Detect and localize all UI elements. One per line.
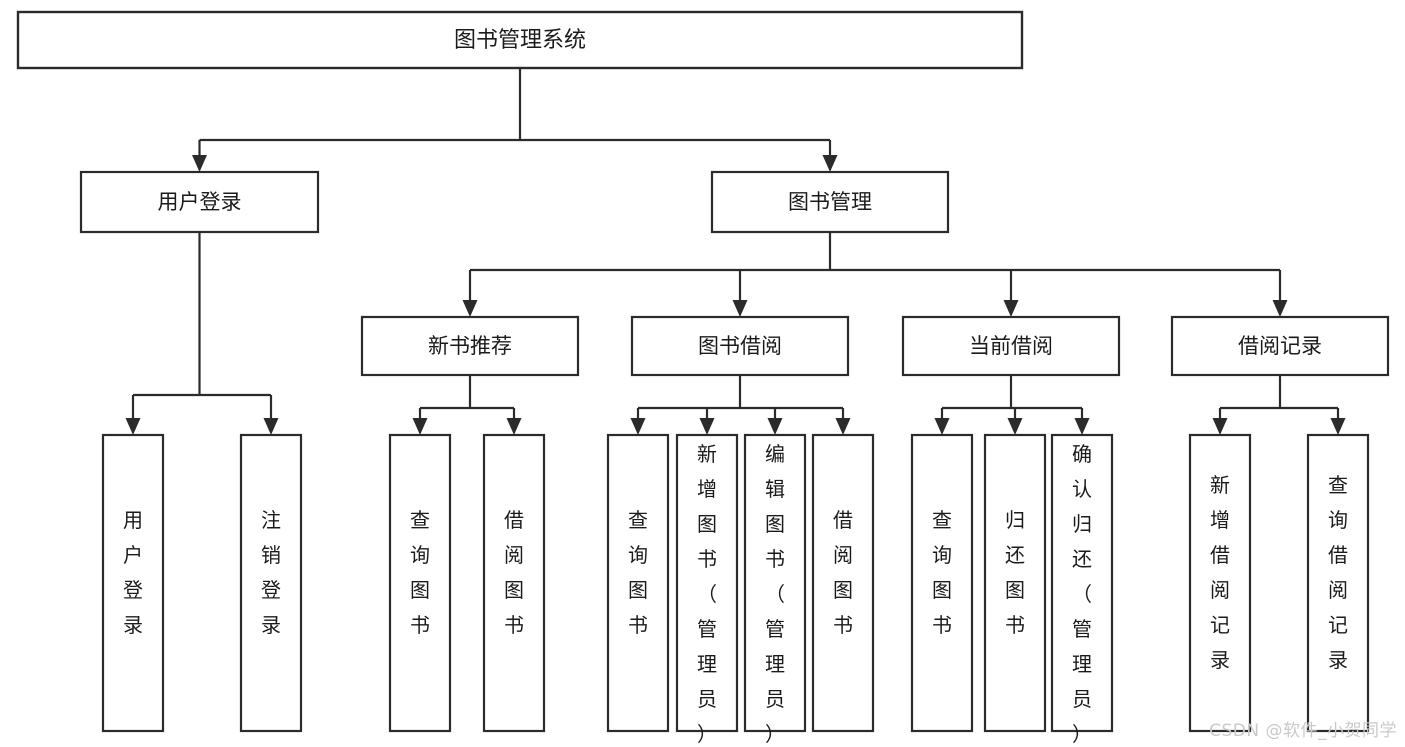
leaf-label: 查询图书: [932, 508, 952, 637]
leaf-label: 新增借阅记录: [1210, 473, 1230, 672]
arrow-head: [1003, 300, 1019, 317]
arrow-head: [699, 418, 715, 435]
leaf-新增借阅记录[interactable]: 新增借阅记录: [1188, 433, 1252, 733]
connector-group: [1212, 375, 1346, 435]
leaf-label: 新增图书（管理员）: [697, 442, 717, 746]
node-label: 借阅记录: [1238, 334, 1322, 358]
leaf-label: 查询图书: [410, 508, 430, 637]
node-label: 图书借阅: [698, 334, 782, 358]
leaf-label: 借阅图书: [504, 508, 524, 637]
node-box[interactable]: [710, 170, 950, 234]
node-label: 图书管理系统: [454, 28, 586, 53]
node-图书管理系统[interactable]: 图书管理系统: [16, 10, 1024, 70]
node-box[interactable]: [901, 315, 1121, 377]
arrow-head: [822, 155, 838, 172]
node-借阅记录[interactable]: 借阅记录: [1170, 315, 1390, 377]
node-label: 用户登录: [158, 190, 242, 214]
node-box[interactable]: [743, 433, 807, 733]
connector-group: [125, 232, 279, 435]
node-图书管理[interactable]: 图书管理: [710, 170, 950, 234]
arrow-head: [125, 418, 141, 435]
arrow-head: [1272, 300, 1288, 317]
leaf-label: 归还图书: [1005, 508, 1025, 637]
node-新书推荐[interactable]: 新书推荐: [360, 315, 580, 377]
leaf-借阅图书[interactable]: 借阅图书: [811, 433, 875, 733]
leaf-查询图书[interactable]: 查询图书: [606, 433, 670, 733]
node-box[interactable]: [1306, 433, 1370, 733]
node-box[interactable]: [79, 170, 320, 234]
connector-group: [630, 375, 851, 435]
leaf-归还图书[interactable]: 归还图书: [983, 433, 1047, 733]
node-label: 当前借阅: [969, 334, 1053, 358]
node-label: 图书管理: [788, 190, 872, 214]
arrow-head: [934, 418, 950, 435]
arrow-head: [192, 155, 207, 172]
connector-group: [462, 232, 1288, 317]
arrow-head: [1007, 418, 1023, 435]
arrow-head: [630, 418, 646, 435]
node-label: 新书推荐: [428, 334, 512, 358]
arrow-head: [1074, 418, 1090, 435]
node-box[interactable]: [983, 433, 1047, 733]
node-box[interactable]: [16, 10, 1024, 70]
arrow-head: [732, 300, 748, 317]
leaf-label: 注销登录: [261, 508, 281, 637]
node-用户登录[interactable]: 用户登录: [79, 170, 320, 234]
arrow-head: [506, 418, 522, 435]
leaf-label: 查询借阅记录: [1328, 473, 1348, 672]
arrow-head: [1330, 418, 1346, 435]
node-box[interactable]: [630, 315, 850, 377]
node-当前借阅[interactable]: 当前借阅: [901, 315, 1121, 377]
leaf-label: 用户登录: [123, 508, 143, 637]
arrow-head: [412, 418, 428, 435]
node-box[interactable]: [606, 433, 670, 733]
connector-group: [192, 68, 838, 172]
node-box[interactable]: [239, 433, 303, 733]
leaf-查询借阅记录[interactable]: 查询借阅记录: [1306, 433, 1370, 733]
arrow-head: [767, 418, 783, 435]
leaf-编辑图书管理员[interactable]: 编辑图书（管理员）: [743, 433, 807, 746]
leaf-新增图书管理员[interactable]: 新增图书（管理员）: [675, 433, 739, 746]
node-box[interactable]: [1170, 315, 1390, 377]
leaf-label: 确认归还（管理员）: [1072, 442, 1092, 746]
node-box[interactable]: [360, 315, 580, 377]
leaf-注销登录[interactable]: 注销登录: [239, 433, 303, 733]
node-box[interactable]: [1050, 433, 1114, 733]
leaf-确认归还管理员[interactable]: 确认归还（管理员）: [1050, 433, 1114, 746]
node-box[interactable]: [388, 433, 452, 733]
leaf-查询图书[interactable]: 查询图书: [910, 433, 974, 733]
arrow-head: [835, 418, 851, 435]
leaf-查询图书[interactable]: 查询图书: [388, 433, 452, 733]
leaf-label: 编辑图书（管理员）: [765, 442, 785, 746]
node-box[interactable]: [811, 433, 875, 733]
arrow-head: [462, 300, 478, 317]
node-box[interactable]: [101, 433, 165, 733]
leaf-借阅图书[interactable]: 借阅图书: [482, 433, 546, 733]
node-box[interactable]: [482, 433, 546, 733]
nodes-layer: 图书管理系统用户登录图书管理新书推荐图书借阅当前借阅借阅记录用户登录注销登录查询…: [16, 10, 1390, 746]
node-box[interactable]: [1188, 433, 1252, 733]
arrow-head: [1212, 418, 1228, 435]
leaf-label: 借阅图书: [833, 508, 853, 637]
leaf-label: 查询图书: [628, 508, 648, 637]
node-box[interactable]: [910, 433, 974, 733]
connector-group: [412, 375, 522, 435]
leaf-用户登录[interactable]: 用户登录: [101, 433, 165, 733]
connectors-layer: [125, 68, 1346, 435]
connector-group: [934, 375, 1090, 435]
node-图书借阅[interactable]: 图书借阅: [630, 315, 850, 377]
arrow-head: [263, 418, 279, 435]
node-box[interactable]: [675, 433, 739, 733]
